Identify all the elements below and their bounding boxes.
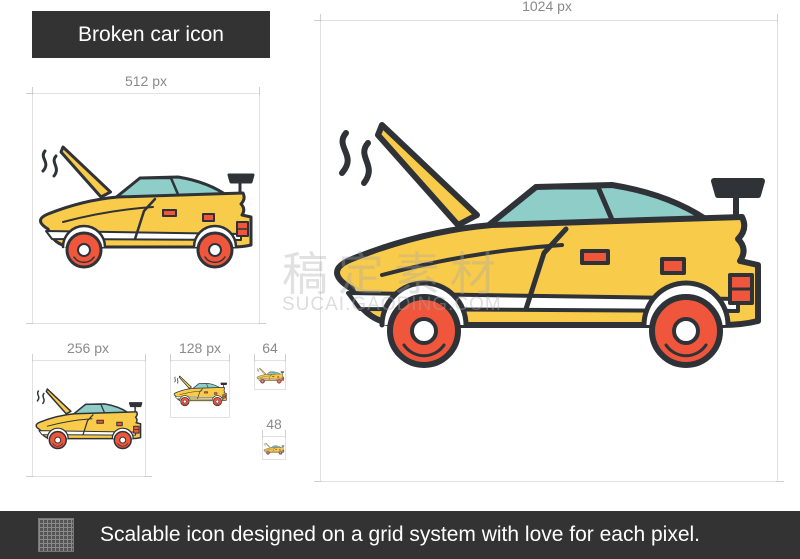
size-label-64: 64: [262, 340, 278, 356]
frame-1024: [320, 20, 778, 482]
tick: [32, 354, 33, 362]
tick: [254, 354, 255, 362]
tick: [145, 354, 146, 362]
size-label-1024: 1024 px: [522, 0, 572, 14]
size-label-256: 256 px: [66, 340, 110, 356]
frame-128: [170, 360, 230, 418]
broken-car-icon-512: [39, 145, 255, 269]
title-text: Broken car icon: [78, 22, 224, 46]
tick: [776, 481, 784, 482]
tick: [258, 323, 266, 324]
broken-car-icon-64: [256, 367, 285, 384]
tick: [26, 93, 34, 94]
tick: [285, 430, 286, 438]
broken-car-icon-256: [35, 388, 143, 450]
tick: [170, 354, 171, 362]
size-label-128: 128 px: [178, 340, 222, 356]
tick: [314, 481, 322, 482]
broken-car-icon-128: [173, 375, 228, 407]
frame-48: [262, 436, 286, 460]
size-label-512: 512 px: [124, 73, 168, 89]
frame-64: [254, 360, 286, 390]
tick: [262, 430, 263, 438]
tick: [32, 87, 33, 95]
watermark: 稿定素材: [282, 248, 506, 300]
tick: [777, 14, 778, 22]
tick: [259, 87, 260, 95]
title-banner: Broken car icon: [32, 11, 270, 58]
size-label-48: 48: [266, 416, 282, 432]
footer-bar: Scalable icon designed on a grid system …: [0, 511, 800, 559]
pixel-grid-icon: [38, 518, 74, 552]
tick: [26, 476, 34, 477]
watermark-url: SUCAI.GAODING.COM: [282, 294, 502, 315]
tick: [26, 323, 34, 324]
frame-256: [32, 360, 146, 477]
tick: [285, 354, 286, 362]
frame-512: [32, 93, 260, 324]
footer-text: Scalable icon designed on a grid system …: [100, 523, 700, 546]
tick: [314, 20, 322, 21]
tick: [320, 14, 321, 22]
tick: [229, 354, 230, 362]
broken-car-icon-48: [263, 442, 285, 455]
tick: [144, 476, 152, 477]
